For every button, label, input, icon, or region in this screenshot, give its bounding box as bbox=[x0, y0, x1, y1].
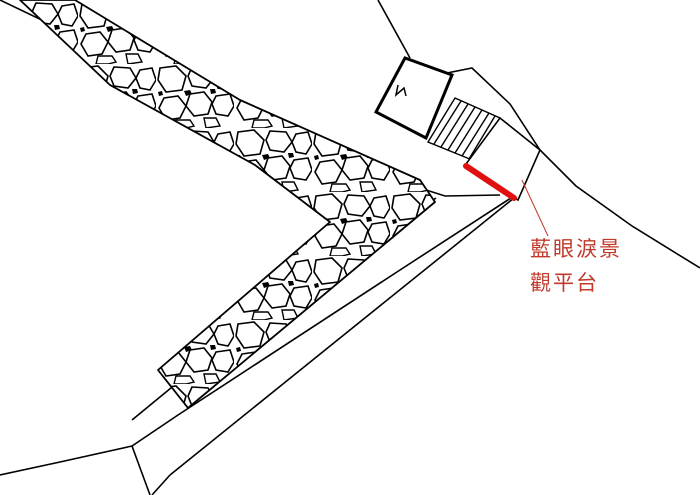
viewing-platform-highlight bbox=[463, 163, 517, 201]
viewing-platform-label: 藍眼淚景 觀平台 bbox=[530, 232, 690, 300]
label-line-1: 藍眼淚景 bbox=[530, 237, 622, 261]
stone-seawall bbox=[19, 0, 436, 409]
viewing-platform bbox=[464, 116, 541, 202]
small-building bbox=[373, 56, 454, 141]
label-leader-line bbox=[521, 179, 549, 237]
label-line-2: 觀平台 bbox=[530, 271, 599, 295]
